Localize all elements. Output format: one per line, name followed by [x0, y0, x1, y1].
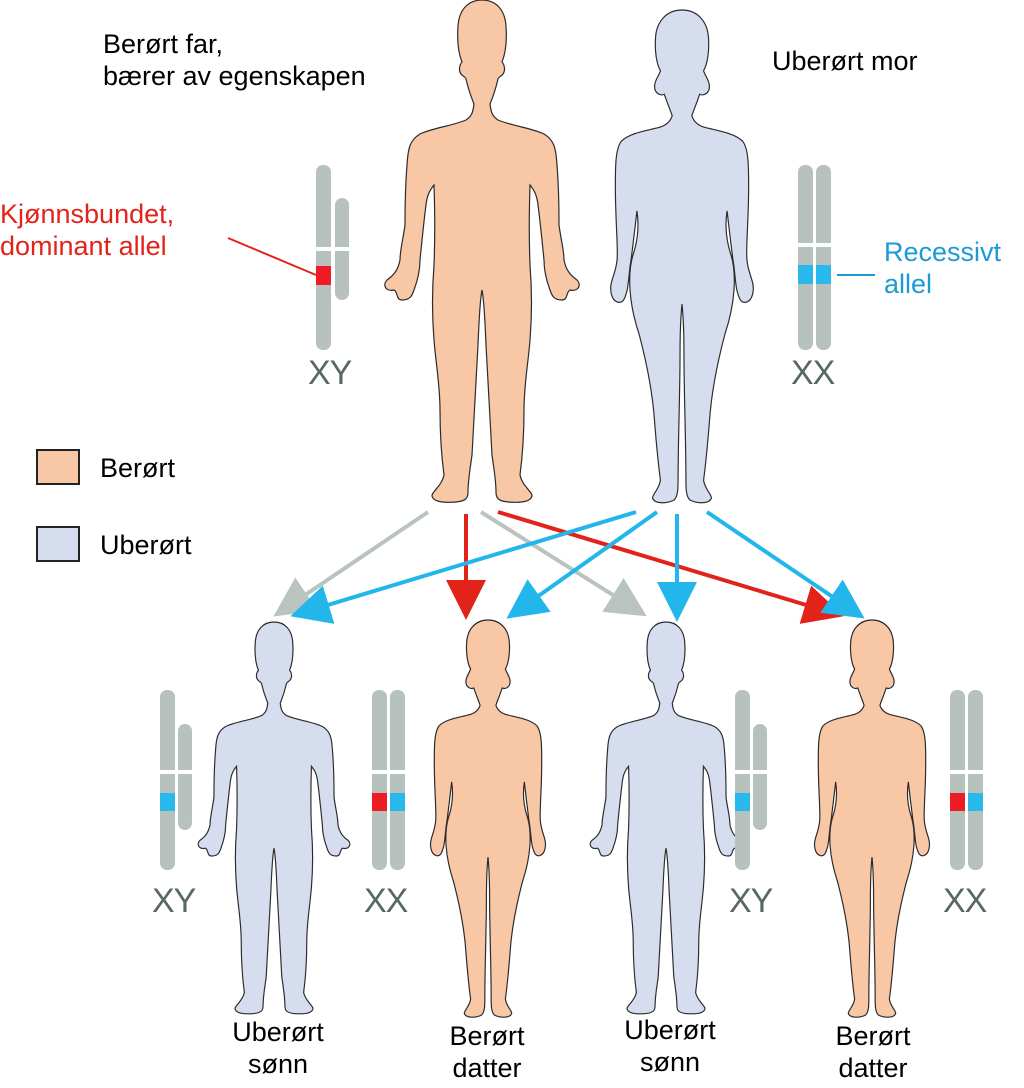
mother-figure [610, 9, 754, 504]
child-2-chromosomes [372, 690, 405, 870]
recessive-label-line2: allel [884, 269, 933, 299]
dominant-allele-marker [316, 266, 331, 285]
child-2-label: Berørt datter [432, 1020, 542, 1084]
father-chromosomes [227, 165, 349, 350]
child-2-label-line2: datter [452, 1053, 522, 1083]
child-1-label-line2: sønn [247, 1049, 309, 1079]
legend-unaffected-label: Uberørt [100, 530, 192, 560]
child-2-figure [429, 619, 547, 1018]
mother-karyotype: XX [791, 354, 835, 392]
dominant-pointer-line [227, 237, 317, 276]
inheritance-arrows [273, 510, 865, 624]
child-3-label-line1: Uberørt [624, 1015, 716, 1045]
dominant-allele-label: Kjønnsbundet, dominant allel [0, 198, 174, 262]
child-2-label-line1: Berørt [449, 1021, 525, 1051]
child-1-figure [197, 621, 351, 1015]
child-1-label-line1: Uberørt [232, 1017, 324, 1047]
legend-affected-label: Berørt [100, 453, 176, 483]
child-3-label-line2: sønn [639, 1047, 701, 1077]
father-figure [384, 0, 580, 503]
child-1-karyotype: XY [152, 882, 196, 920]
father-label: Berørt far, bærer av egenskapen [103, 28, 366, 92]
child-3-figure [589, 621, 743, 1015]
legend-unaffected-swatch [36, 526, 80, 562]
recessive-label-line1: Recessivt [884, 237, 1002, 267]
child-4-label: Berørt datter [818, 1020, 928, 1084]
mother-label: Uberørt mor [772, 46, 918, 76]
child-4-karyotype: XX [943, 882, 987, 920]
dominant-label-line2: dominant allel [0, 231, 167, 261]
child-3-label: Uberørt sønn [614, 1014, 726, 1078]
legend-affected-swatch [36, 449, 80, 485]
child-1-label: Uberørt sønn [222, 1016, 334, 1080]
child-4-chromosomes [950, 690, 983, 870]
child-1-chromosomes [160, 690, 192, 870]
dominant-label-line1: Kjønnsbundet, [0, 199, 175, 229]
child-2-karyotype: XX [364, 882, 408, 920]
father-label-line1: Berørt far, [103, 29, 224, 59]
father-karyotype: XY [308, 354, 352, 392]
child-4-figure [813, 619, 931, 1018]
child-3-karyotype: XY [729, 882, 773, 920]
recessive-allele-label: Recessivt allel [884, 236, 1001, 300]
father-label-line2: bærer av egenskapen [103, 61, 366, 91]
child-4-label-line2: datter [838, 1053, 908, 1083]
child-3-chromosomes [735, 690, 767, 870]
child-4-label-line1: Berørt [835, 1021, 911, 1051]
mother-chromosomes [798, 165, 875, 350]
